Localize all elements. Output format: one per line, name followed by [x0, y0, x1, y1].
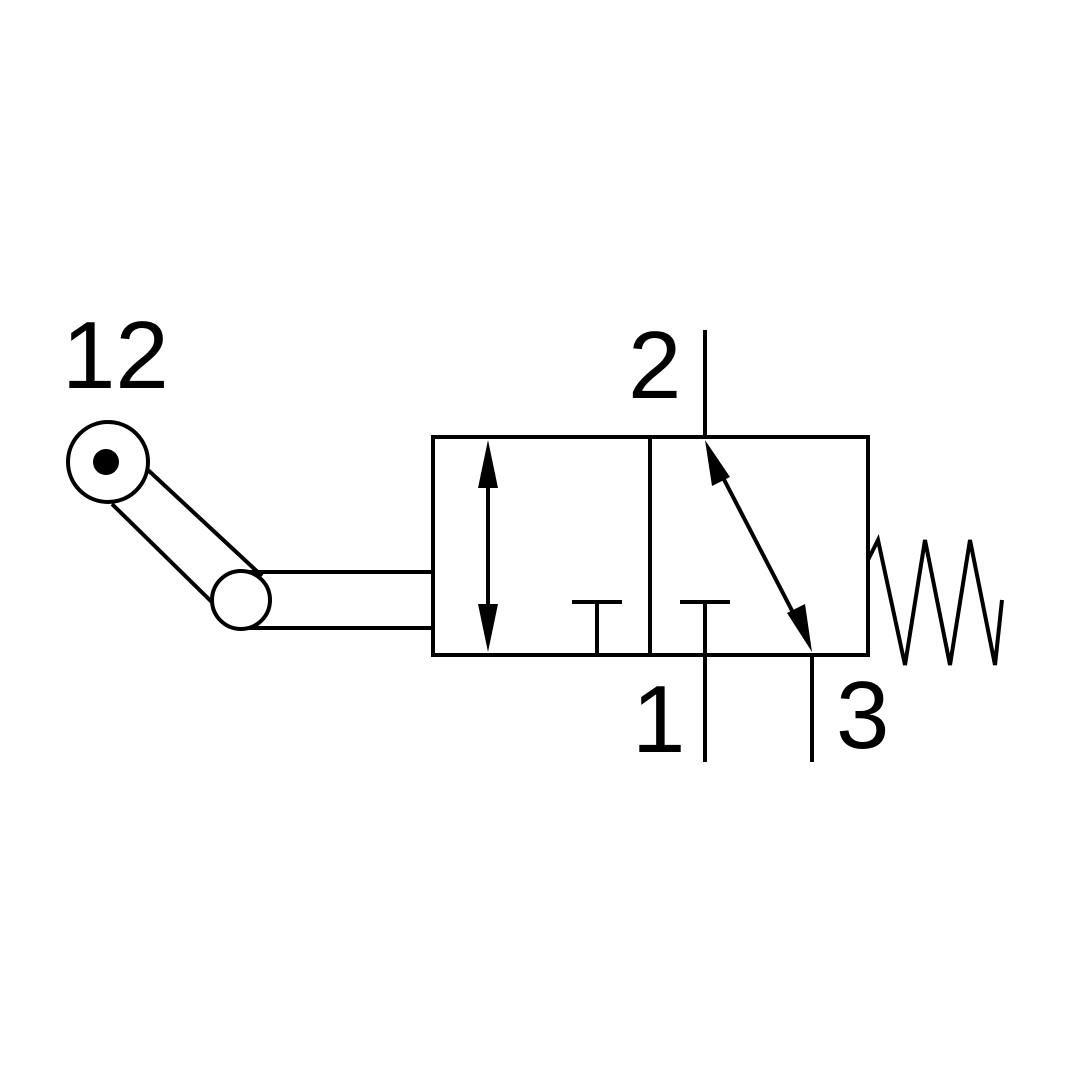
port-label-2: 2	[628, 312, 682, 419]
spring-icon	[866, 534, 1004, 666]
port-label-1: 1	[632, 666, 686, 773]
blocked-port-icon	[572, 600, 622, 655]
flow-arrow-icon	[478, 440, 498, 652]
flow-arrow-icon	[705, 440, 812, 652]
blocked-port-icon	[680, 600, 730, 655]
port-label-3: 3	[836, 662, 890, 769]
port-label-12: 12	[62, 302, 169, 409]
roller-lever-icon	[66, 420, 433, 631]
